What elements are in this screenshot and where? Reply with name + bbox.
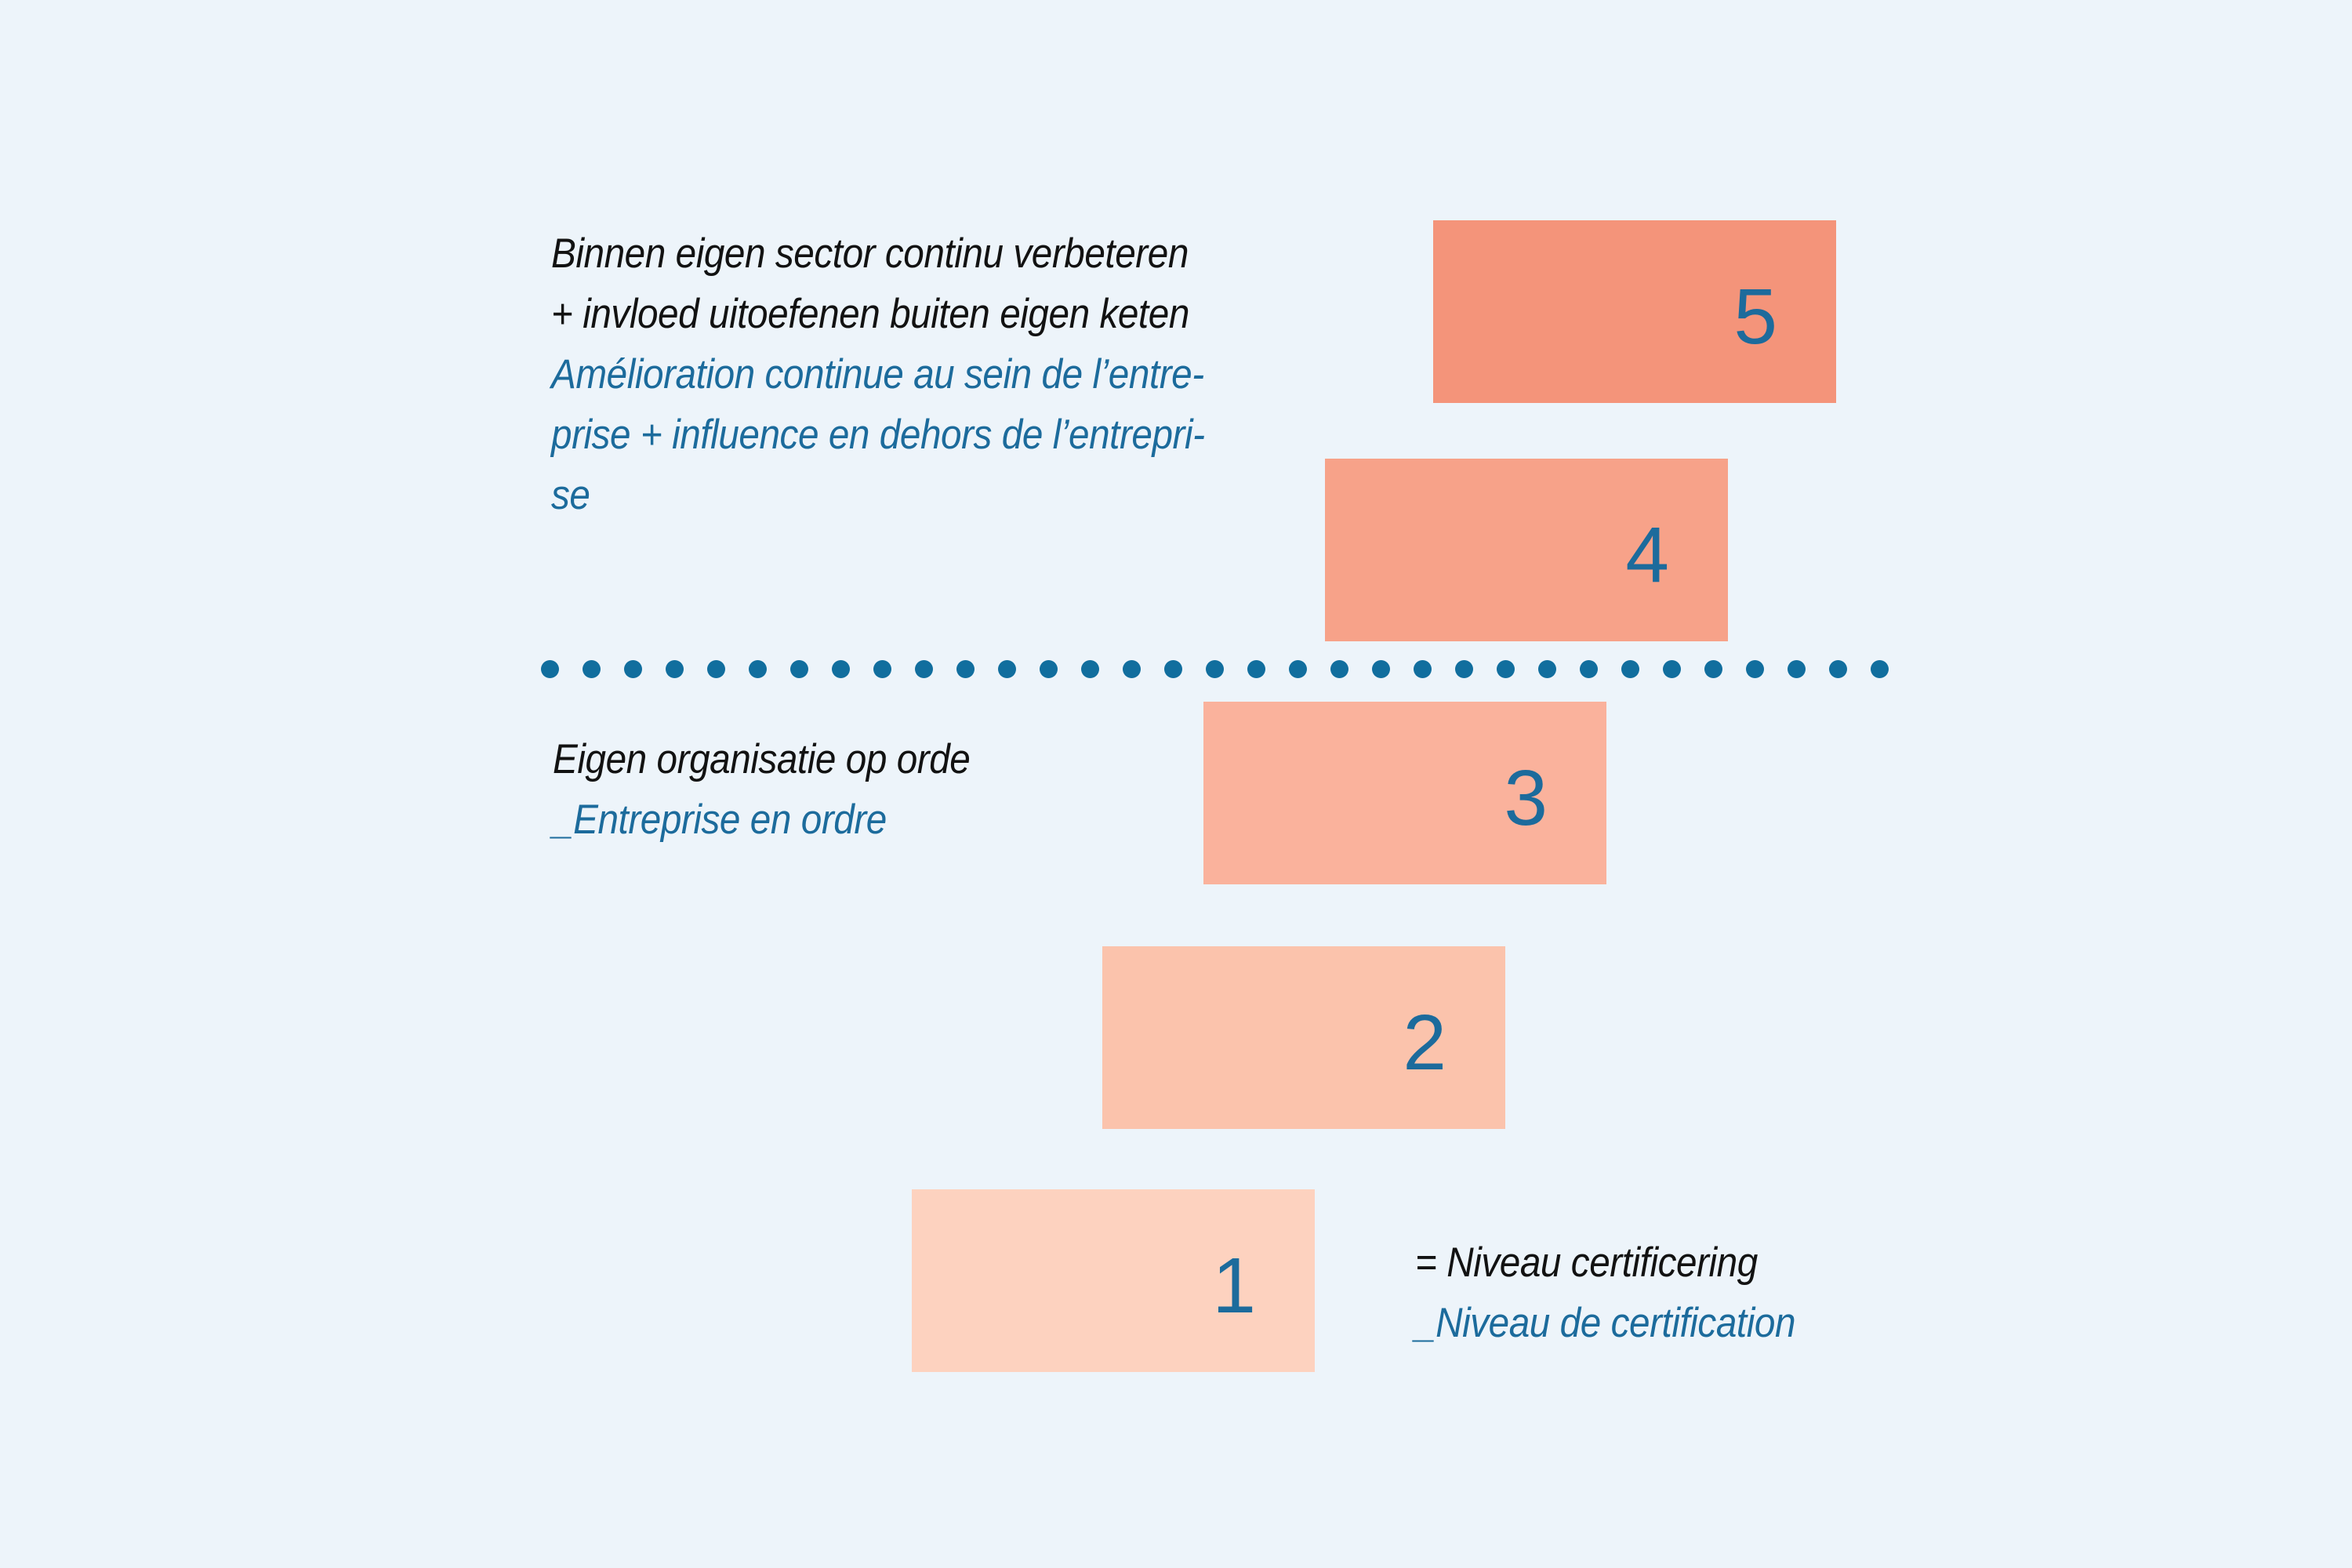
level-1-3-description: Eigen organisatie op orde _Entreprise en… bbox=[553, 729, 971, 850]
level-2-block: 2 bbox=[1102, 946, 1505, 1129]
divider-dot bbox=[790, 660, 808, 678]
top-description-nl-line2: + invloed uitoefenen buiten eigen keten bbox=[551, 291, 1189, 337]
divider-dot bbox=[998, 660, 1016, 678]
divider-dot bbox=[1746, 660, 1764, 678]
level-4-block: 4 bbox=[1325, 459, 1728, 641]
level-5-block: 5 bbox=[1433, 220, 1836, 403]
top-description-fr-line1: Amélioration continue au sein de l’entre… bbox=[551, 351, 1204, 397]
legend-nl: = Niveau certificering bbox=[1415, 1240, 1758, 1286]
legend-fr: _Niveau de certification bbox=[1415, 1300, 1796, 1346]
divider-dot bbox=[956, 660, 975, 678]
divider-dot bbox=[624, 660, 642, 678]
divider-dot bbox=[1206, 660, 1224, 678]
divider-dot bbox=[1289, 660, 1307, 678]
mid-description-nl: Eigen organisatie op orde bbox=[553, 736, 971, 782]
divider-dot bbox=[915, 660, 933, 678]
divider-dot bbox=[1871, 660, 1889, 678]
divider-dot bbox=[1788, 660, 1806, 678]
divider-dot bbox=[1455, 660, 1473, 678]
level-5-number: 5 bbox=[1733, 272, 1777, 361]
top-description-fr-line3: se bbox=[551, 472, 590, 518]
level-2-number: 2 bbox=[1403, 998, 1446, 1087]
level-4-number: 4 bbox=[1625, 510, 1669, 599]
level-1-number: 1 bbox=[1212, 1241, 1256, 1330]
divider-dot bbox=[583, 660, 601, 678]
divider-dot bbox=[1123, 660, 1141, 678]
divider-dot bbox=[1621, 660, 1639, 678]
level-4-5-description: Binnen eigen sector continu verbeteren +… bbox=[551, 223, 1205, 525]
divider-dot bbox=[541, 660, 559, 678]
level-3-number: 3 bbox=[1504, 753, 1548, 842]
top-description-fr-line2: prise + influence en dehors de l’entrepr… bbox=[551, 412, 1205, 458]
mid-description-fr: _Entreprise en ordre bbox=[553, 797, 887, 843]
divider-dot bbox=[1414, 660, 1432, 678]
divider-dot bbox=[666, 660, 684, 678]
divider-dot bbox=[1663, 660, 1681, 678]
certification-threshold-divider bbox=[541, 660, 1889, 678]
divider-dot bbox=[1247, 660, 1265, 678]
divider-dot bbox=[749, 660, 767, 678]
level-1-block: 1 bbox=[912, 1189, 1315, 1372]
top-description-nl-line1: Binnen eigen sector continu verbeteren bbox=[551, 230, 1189, 277]
divider-dot bbox=[1497, 660, 1515, 678]
divider-dot bbox=[873, 660, 891, 678]
certification-legend: = Niveau certificering _Niveau de certif… bbox=[1415, 1232, 1795, 1353]
divider-dot bbox=[1372, 660, 1390, 678]
divider-dot bbox=[1704, 660, 1722, 678]
level-3-block: 3 bbox=[1203, 702, 1606, 884]
divider-dot bbox=[1040, 660, 1058, 678]
divider-dot bbox=[1330, 660, 1348, 678]
divider-dot bbox=[707, 660, 725, 678]
divider-dot bbox=[1538, 660, 1556, 678]
divider-dot bbox=[1829, 660, 1847, 678]
divider-dot bbox=[1580, 660, 1598, 678]
divider-dot bbox=[832, 660, 850, 678]
divider-dot bbox=[1164, 660, 1182, 678]
divider-dot bbox=[1081, 660, 1099, 678]
